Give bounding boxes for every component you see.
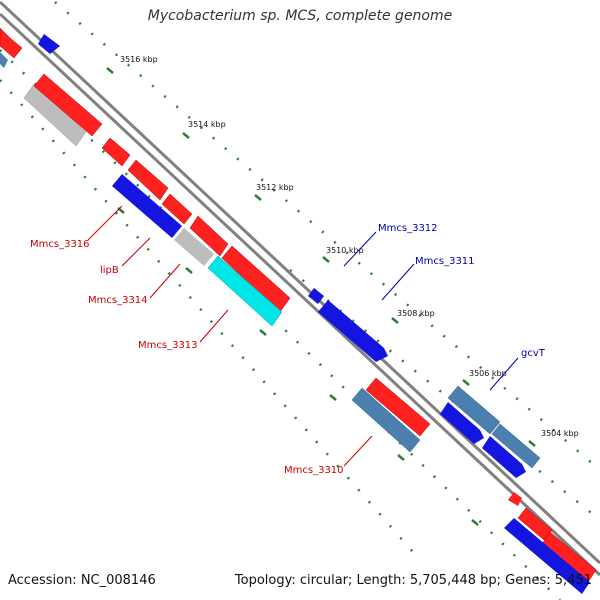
gene-red[interactable] <box>365 377 431 437</box>
gene-gray[interactable] <box>174 228 214 266</box>
accession-text: Accession: NC_008146 <box>8 573 156 588</box>
gene-red[interactable] <box>33 73 103 137</box>
gene-red[interactable] <box>508 492 522 506</box>
genome-map-title: Mycobacterium sp. MCS, complete genome <box>147 8 453 24</box>
label-leaders <box>87 205 519 467</box>
gene-features <box>0 27 597 594</box>
gene-red[interactable] <box>101 137 131 167</box>
gene-blue[interactable] <box>482 436 526 478</box>
gene-steel[interactable] <box>447 385 501 435</box>
gene-blue[interactable] <box>440 402 484 444</box>
kbp-label: 3508 kbp <box>397 309 435 318</box>
gene-label-mmcs-3314[interactable]: Mmcs_3314 <box>88 295 148 306</box>
gene-red[interactable] <box>0 27 23 59</box>
gene-label-mmcs-3313[interactable]: Mmcs_3313 <box>138 340 198 351</box>
kbp-tick-labels: 3516 kbp 3514 kbp 3512 kbp 3510 kbp 3508… <box>120 55 579 438</box>
gene-steel[interactable] <box>351 387 421 453</box>
gene-blue[interactable] <box>308 288 324 304</box>
gene-blue[interactable] <box>318 300 388 362</box>
gene-steel[interactable] <box>0 52 8 68</box>
gene-red[interactable] <box>189 215 229 257</box>
gene-red[interactable] <box>161 193 193 225</box>
gene-blue[interactable] <box>112 174 182 238</box>
gene-labels: Mmcs_3316 lipB Mmcs_3314 Mmcs_3313 Mmcs_… <box>30 223 546 476</box>
kbp-label: 3516 kbp <box>120 55 158 64</box>
gene-red[interactable] <box>517 507 553 541</box>
gene-label-lipb[interactable]: lipB <box>100 265 119 276</box>
gene-label-mmcs-3312[interactable]: Mmcs_3312 <box>378 223 438 234</box>
genome-summary-text: Topology: circular; Length: 5,705,448 bp… <box>234 573 592 588</box>
major-ticks <box>106 67 536 526</box>
genome-backbone <box>0 0 600 577</box>
kbp-label: 3506 kbp <box>469 369 507 378</box>
gene-steel[interactable] <box>491 423 541 469</box>
gene-red[interactable] <box>127 159 169 201</box>
kbp-label: 3504 kbp <box>541 429 579 438</box>
gene-blue[interactable] <box>38 34 60 54</box>
gene-cyan[interactable] <box>207 255 283 327</box>
gene-label-gcvt[interactable]: gcvT <box>521 348 546 359</box>
kbp-label: 3514 kbp <box>188 120 226 129</box>
gene-blue[interactable] <box>504 518 590 594</box>
gene-label-mmcs-3316[interactable]: Mmcs_3316 <box>30 239 90 250</box>
kbp-label: 3512 kbp <box>256 183 294 192</box>
kbp-label: 3510 kbp <box>326 246 364 255</box>
gene-label-mmcs-3310[interactable]: Mmcs_3310 <box>284 465 344 476</box>
gene-label-mmcs-3311[interactable]: Mmcs_3311 <box>415 256 475 267</box>
